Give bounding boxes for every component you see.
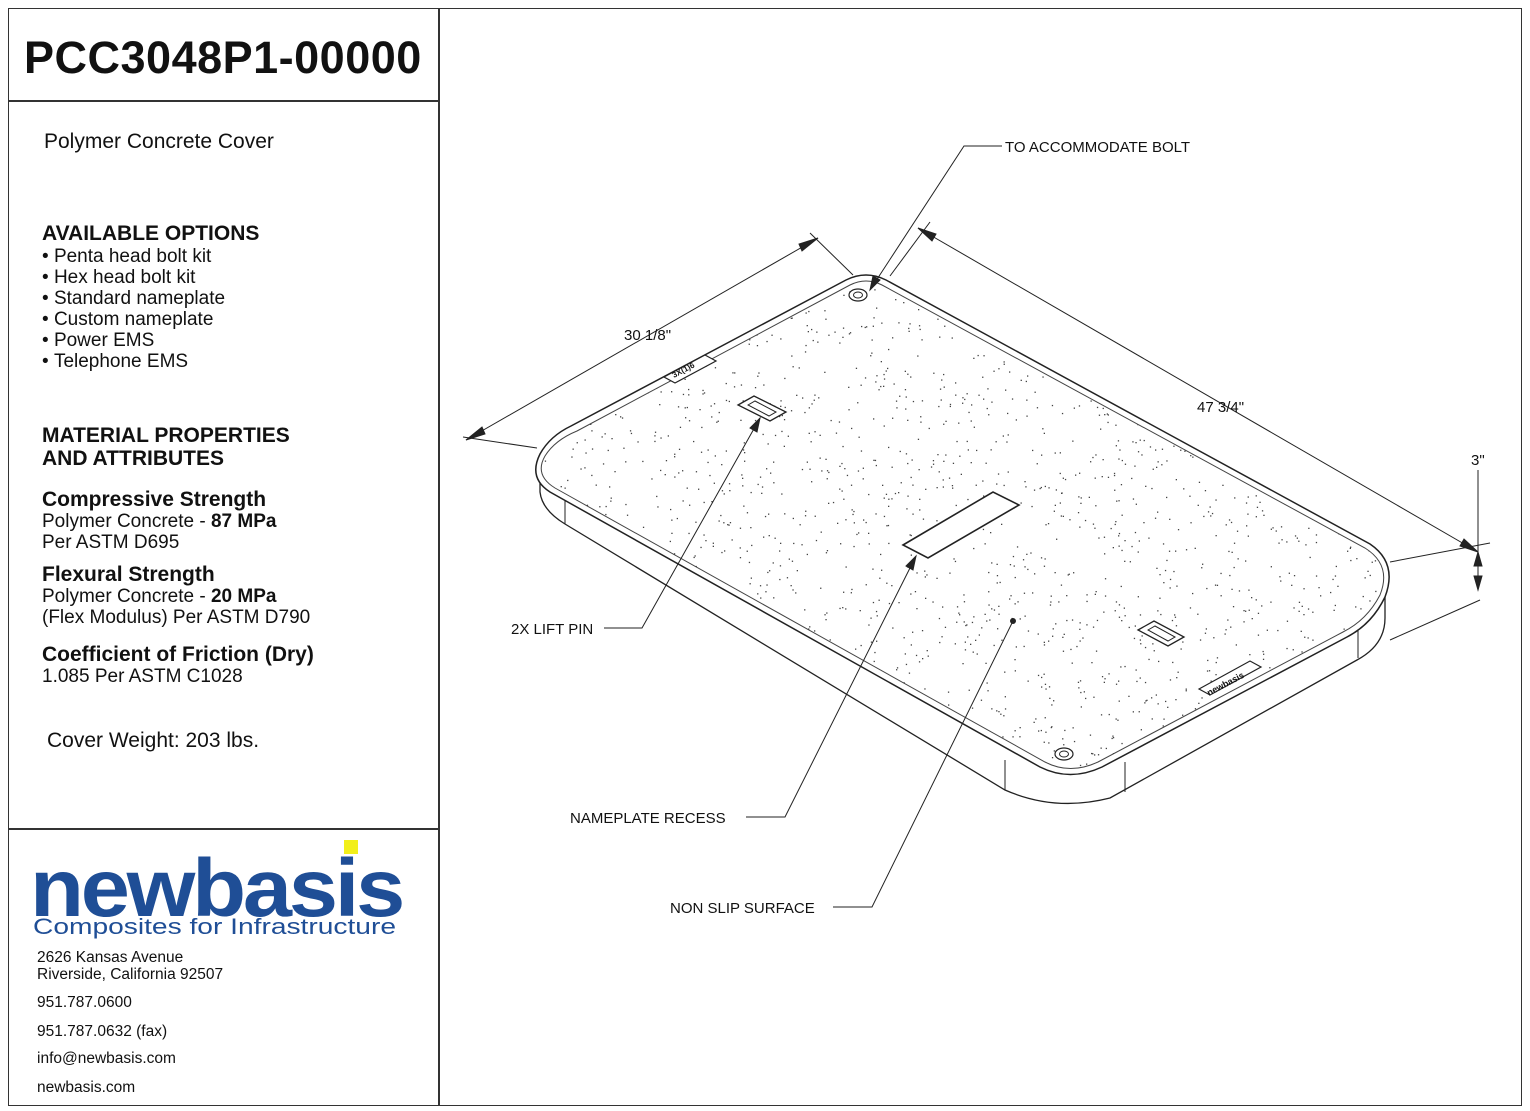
callout-bolt-leader bbox=[869, 145, 1002, 292]
compressive-standard: Per ASTM D695 bbox=[42, 532, 180, 553]
flexural-value-line: Polymer Concrete - 20 MPa bbox=[42, 586, 276, 607]
cover-weight: Cover Weight: 203 lbs. bbox=[47, 729, 260, 752]
part-number-divider bbox=[8, 100, 439, 102]
company-divider bbox=[8, 828, 439, 830]
option-item: Telephone EMS bbox=[42, 351, 225, 372]
part-number: PCC3048P1-00000 bbox=[24, 32, 422, 83]
option-item: Hex head bolt kit bbox=[42, 267, 225, 288]
cover-isometric-drawing: 3X(1)6 newbasis 30 1/8" 47 3/4" 3" TO AC… bbox=[462, 139, 1491, 917]
cover-side-outline bbox=[539, 466, 1386, 805]
compressive-value: 87 MPa bbox=[210, 511, 277, 532]
bolt-hole-top bbox=[848, 288, 868, 302]
email-address[interactable]: info@newbasis.com bbox=[37, 1050, 176, 1067]
logo-wordmark: newbasis bbox=[30, 843, 402, 934]
options-list: Penta head bolt kit Hex head bolt kit St… bbox=[42, 246, 225, 372]
flexural-value: 20 MPa bbox=[210, 586, 277, 607]
callout-bolt-label: TO ACCOMMODATE BOLT bbox=[1005, 139, 1190, 156]
material-heading: MATERIAL PROPERTIES AND ATTRIBUTES bbox=[42, 424, 290, 470]
material-heading-line1: MATERIAL PROPERTIES bbox=[42, 424, 290, 447]
product-name: Polymer Concrete Cover bbox=[44, 130, 274, 153]
flexural-prefix: Polymer Concrete - bbox=[42, 586, 211, 607]
friction-value: 1.085 Per ASTM C1028 bbox=[42, 666, 243, 687]
dimension-height bbox=[1389, 470, 1483, 641]
callout-lift-pin-leader bbox=[604, 416, 761, 629]
bolt-hole-bottom bbox=[1054, 747, 1074, 761]
options-heading: AVAILABLE OPTIONS bbox=[42, 222, 260, 245]
dimension-width bbox=[462, 232, 854, 449]
logo-tagline: Composites for Infrastructure bbox=[33, 914, 396, 939]
lift-pin-lower bbox=[1136, 620, 1186, 647]
callout-nameplate-leader bbox=[746, 554, 917, 818]
newbasis-logo: newbasis Composites for Infrastructure bbox=[30, 840, 405, 939]
option-item: Penta head bolt kit bbox=[42, 246, 225, 267]
dimension-length-label: 47 3/4" bbox=[1197, 399, 1244, 416]
material-heading-line2: AND ATTRIBUTES bbox=[42, 447, 224, 470]
dimension-length bbox=[889, 221, 1491, 563]
address-line2: Riverside, California 92507 bbox=[37, 966, 224, 983]
friction-title: Coefficient of Friction (Dry) bbox=[42, 643, 314, 666]
address-line1: 2626 Kansas Avenue bbox=[37, 949, 184, 966]
phone-number: 951.787.0600 bbox=[37, 994, 132, 1011]
website-link[interactable]: newbasis.com bbox=[37, 1079, 136, 1096]
drawing-frame bbox=[8, 8, 1522, 1106]
compressive-value-line: Polymer Concrete - 87 MPa bbox=[42, 511, 276, 532]
callout-surface-leader bbox=[833, 618, 1016, 908]
compressive-title: Compressive Strength bbox=[42, 488, 267, 511]
option-item: Power EMS bbox=[42, 330, 225, 351]
fax-number: 951.787.0632 (fax) bbox=[37, 1023, 168, 1040]
cover-top-inner-edge bbox=[540, 280, 1385, 769]
flexural-standard: (Flex Modulus) Per ASTM D790 bbox=[42, 607, 311, 628]
logo-accent-square bbox=[344, 840, 358, 854]
nameplate-recess bbox=[901, 491, 1021, 559]
option-item: Standard nameplate bbox=[42, 288, 225, 309]
compressive-prefix: Polymer Concrete - bbox=[42, 511, 211, 532]
option-item: Custom nameplate bbox=[42, 309, 225, 330]
callout-lift-pin-label: 2X LIFT PIN bbox=[511, 621, 593, 638]
title-block-divider bbox=[438, 8, 440, 1106]
lift-pin-upper bbox=[736, 395, 788, 422]
dimension-width-label: 30 1/8" bbox=[624, 327, 671, 344]
callout-surface-label: NON SLIP SURFACE bbox=[670, 900, 815, 917]
flexural-title: Flexural Strength bbox=[42, 563, 215, 586]
callout-nameplate-label: NAMEPLATE RECESS bbox=[570, 810, 726, 827]
dimension-height-label: 3" bbox=[1471, 452, 1485, 469]
